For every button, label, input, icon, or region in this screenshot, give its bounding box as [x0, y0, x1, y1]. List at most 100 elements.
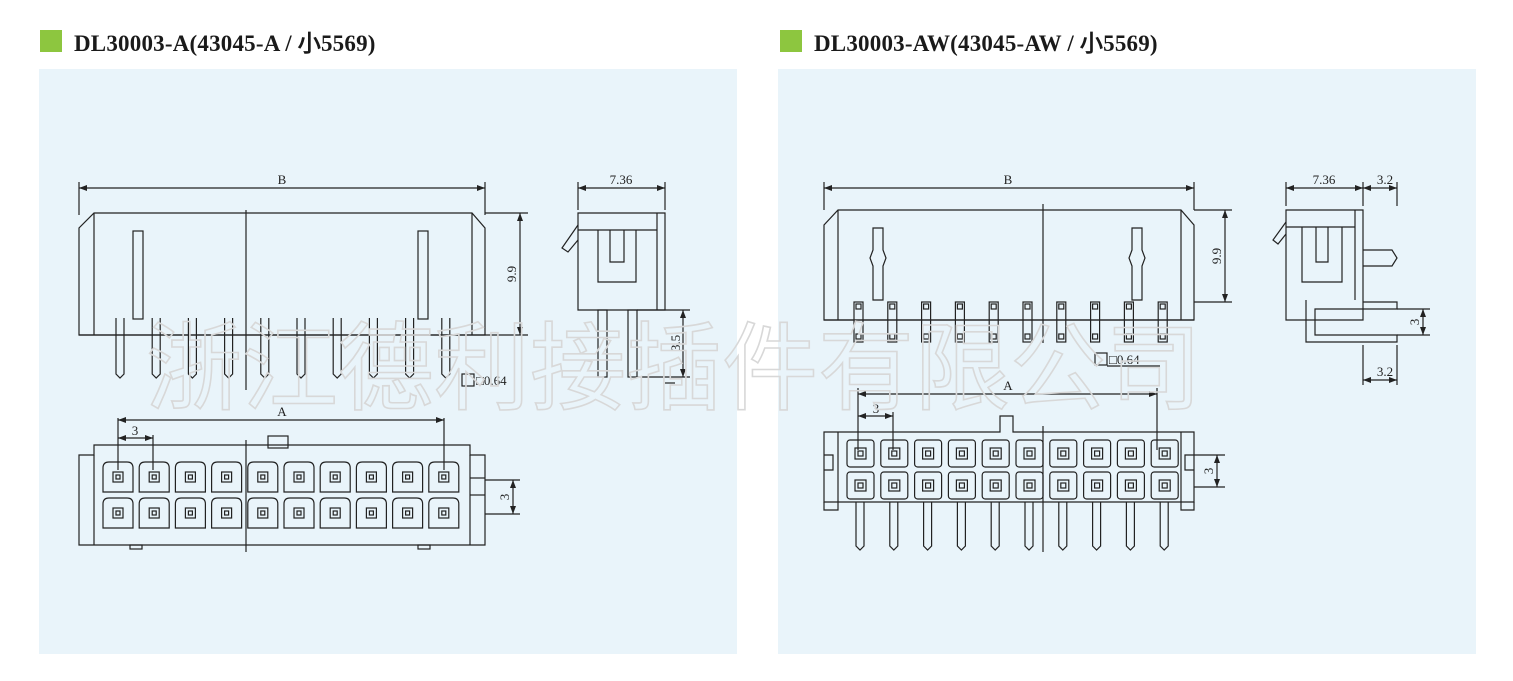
- terminal-pin: [857, 482, 864, 489]
- right-title-text: DL30003-AW(43045-AW / 小5569): [814, 31, 1158, 56]
- terminal: [402, 507, 414, 519]
- tail: [1058, 502, 1068, 551]
- terminal-pin: [1161, 482, 1168, 489]
- cavity: [1082, 471, 1112, 500]
- terminal: [989, 479, 1002, 492]
- right-title: DL30003-AW(43045-AW / 小5569): [780, 26, 1158, 56]
- green-square-icon: [780, 30, 802, 52]
- terminal: [854, 447, 867, 460]
- terminal-pin: [224, 510, 230, 516]
- terminal: [854, 479, 867, 492]
- pin: [1022, 301, 1033, 343]
- terminal-pin: [958, 450, 966, 457]
- pin: [887, 301, 898, 343]
- terminal: [921, 447, 935, 460]
- cavity: [1049, 439, 1078, 468]
- terminal-pin: [332, 474, 338, 480]
- cavity: [1049, 471, 1078, 500]
- tail: [1159, 502, 1169, 551]
- cavity: [981, 439, 1010, 468]
- pin-tip: [1024, 303, 1031, 310]
- pin-tip: [990, 303, 997, 310]
- left-title-text: DL30003-A(43045-A / 小5569): [74, 31, 376, 56]
- dim-sq: □0.64: [476, 373, 507, 388]
- pin-tip: [1125, 303, 1133, 310]
- terminal: [221, 471, 233, 483]
- tail: [855, 502, 865, 551]
- cavity: [138, 461, 170, 493]
- cavity: [283, 497, 315, 529]
- cavity: [428, 497, 460, 529]
- terminal: [955, 447, 969, 460]
- dim-width-2: 3.2: [1377, 172, 1393, 187]
- terminal-pin: [405, 474, 411, 480]
- terminal-pin: [405, 510, 411, 516]
- cavity: [319, 497, 351, 529]
- tail: [1024, 502, 1034, 551]
- terminal: [257, 471, 269, 483]
- terminal: [1057, 479, 1070, 492]
- cavity: [1150, 471, 1179, 500]
- pin-tip: [1159, 333, 1166, 340]
- terminal-pin: [958, 482, 966, 489]
- terminal-pin: [1093, 482, 1101, 489]
- pin-tip: [1091, 333, 1099, 340]
- cavity: [247, 497, 279, 529]
- left-top-view: [78, 417, 520, 550]
- terminal: [148, 507, 160, 519]
- pin: [296, 318, 306, 379]
- tail: [923, 502, 933, 551]
- cavity: [846, 471, 875, 500]
- pin-tip: [956, 333, 964, 340]
- terminal: [1124, 479, 1138, 492]
- dim-height: 9.9: [1209, 248, 1224, 264]
- tail: [1092, 502, 1102, 551]
- cavity: [247, 461, 279, 493]
- terminal-pin: [1127, 450, 1135, 457]
- left-title: DL30003-A(43045-A / 小5569): [40, 26, 376, 56]
- terminal-pin: [151, 510, 157, 516]
- terminal-pin: [857, 450, 864, 457]
- pin-tip: [922, 303, 930, 310]
- dim-pitch: 3: [132, 423, 139, 438]
- terminal: [955, 479, 969, 492]
- pin: [1089, 301, 1101, 343]
- pin-tip: [1125, 333, 1133, 340]
- pin: [405, 318, 415, 379]
- green-square-icon: [40, 30, 62, 52]
- cavity: [1015, 439, 1044, 468]
- pin-tip: [855, 333, 862, 340]
- pin: [332, 318, 342, 379]
- tail: [956, 502, 966, 551]
- dim-B: B: [1004, 172, 1013, 187]
- pin-tip: [1159, 303, 1166, 310]
- terminal-pin: [187, 474, 193, 480]
- tail: [889, 502, 899, 551]
- terminal-pin: [1161, 450, 1168, 457]
- terminal-pin: [260, 510, 266, 516]
- terminal-pin: [1060, 482, 1067, 489]
- pin: [260, 318, 270, 379]
- terminal: [184, 507, 196, 519]
- dim-row: 3: [497, 494, 512, 501]
- terminal: [1090, 447, 1104, 460]
- tail: [990, 502, 1000, 551]
- terminal: [1158, 447, 1171, 460]
- terminal: [1090, 479, 1104, 492]
- terminal-pin: [296, 510, 302, 516]
- terminal-pin: [1060, 450, 1067, 457]
- pin: [1056, 301, 1067, 343]
- terminal-pin: [332, 510, 338, 516]
- terminal: [257, 507, 269, 519]
- terminal: [438, 507, 450, 519]
- dim-sq: □0.64: [1109, 352, 1140, 367]
- cavity: [211, 461, 243, 493]
- terminal-pin: [891, 482, 898, 489]
- terminal: [365, 507, 377, 519]
- pin-tip: [889, 333, 896, 340]
- pin-tip: [956, 303, 964, 310]
- terminal-pin: [368, 510, 374, 516]
- pin: [441, 318, 451, 379]
- cavity: [355, 497, 387, 529]
- terminal: [888, 447, 901, 460]
